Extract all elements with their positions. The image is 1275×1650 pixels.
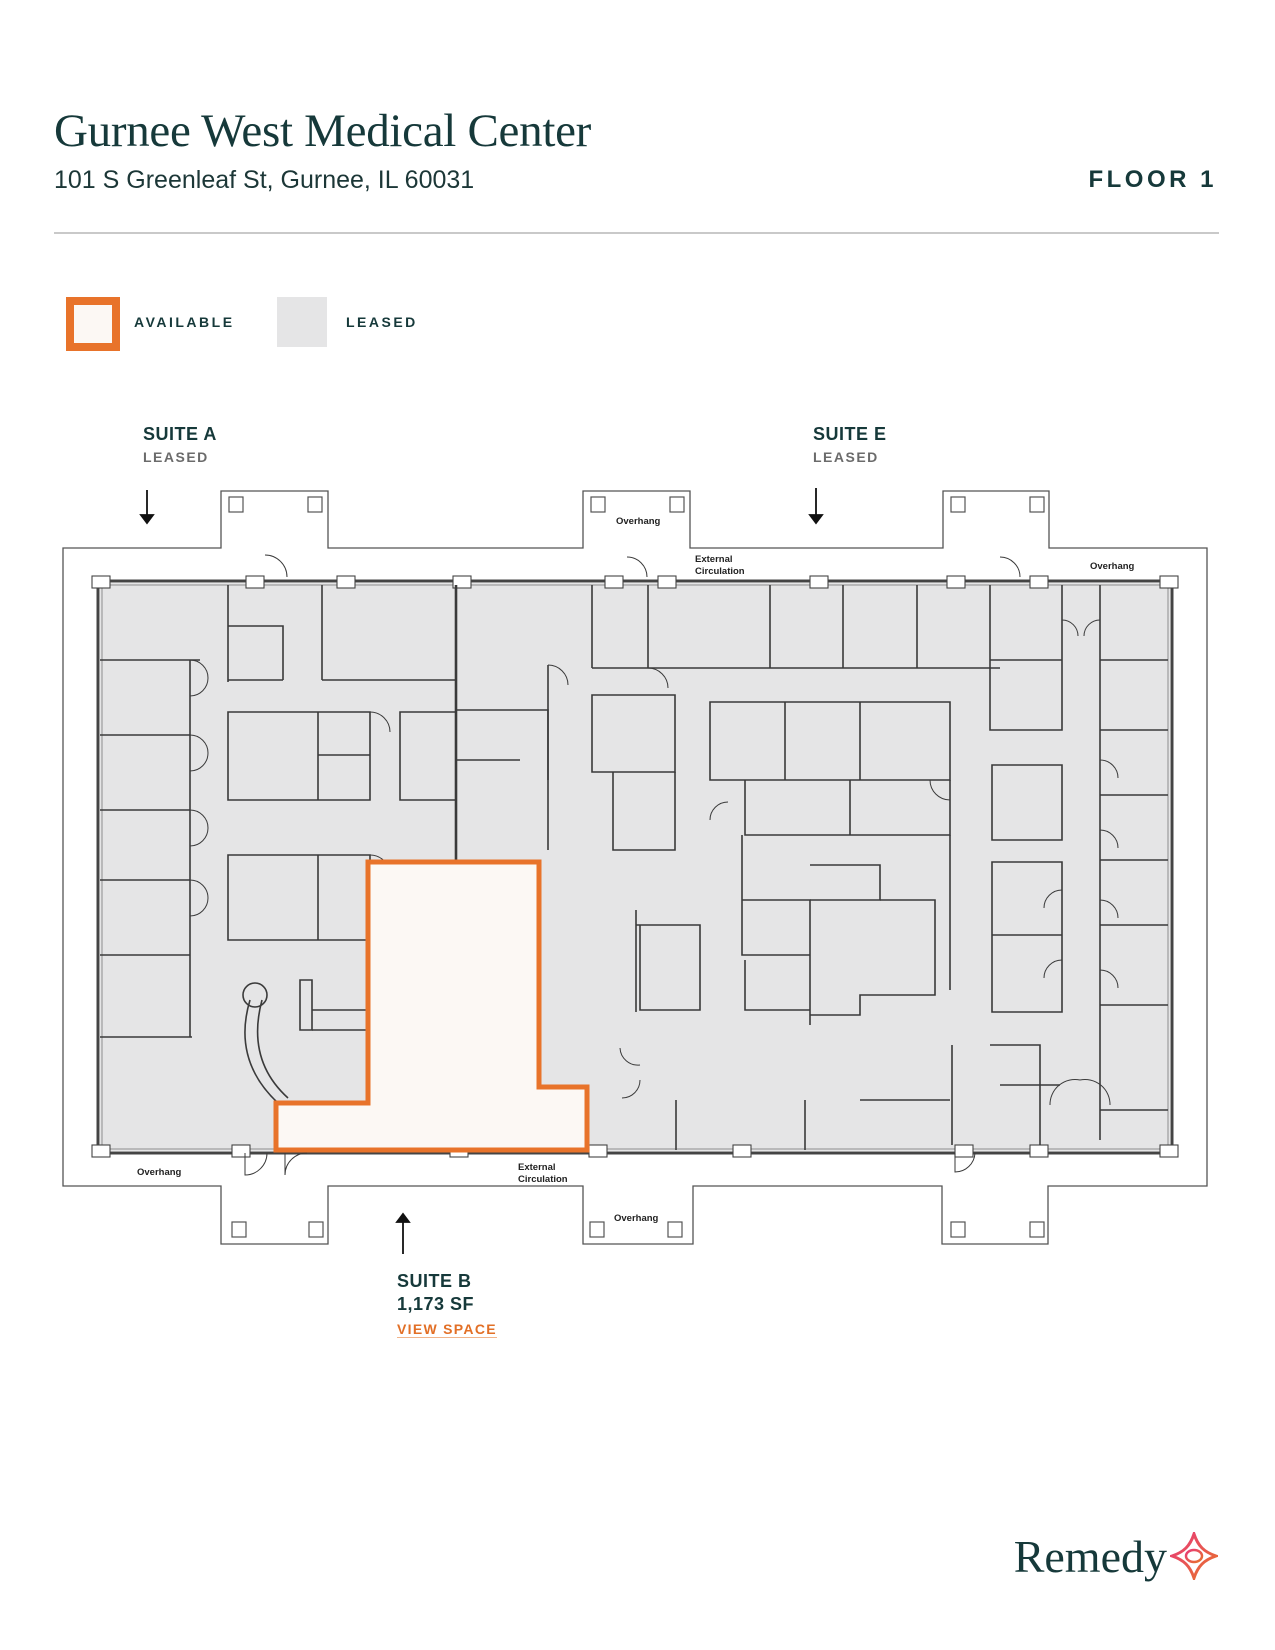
legend-available-label: AVAILABLE (134, 314, 235, 330)
legend-leased-label: LEASED (346, 314, 418, 330)
suite-e-name: SUITE E (813, 424, 887, 444)
external-circulation-label-line2: Circulation (518, 1174, 568, 1185)
brand-logo-wordmark: Remedy (1013, 1531, 1167, 1582)
column-markers (228, 496, 1045, 1238)
page-title: Gurnee West Medical Center (54, 105, 591, 157)
suite-arrows (139, 488, 824, 1254)
legend-available-swatch (66, 297, 120, 351)
suite-a-callout: SUITE A LEASED (143, 424, 217, 465)
header-divider (54, 232, 1219, 234)
wall-piers (91, 575, 1179, 1158)
overhang-label: Overhang (614, 1213, 659, 1224)
brand-logo-icon (1170, 1532, 1218, 1580)
view-space-link[interactable]: VIEW SPACE (397, 1321, 497, 1338)
suite-e-callout: SUITE E LEASED (813, 424, 887, 465)
overhang-label: Overhang (137, 1167, 182, 1178)
overhang-label: Overhang (616, 516, 661, 527)
overhang-outline (62, 490, 1208, 1245)
external-circulation-label: External (695, 554, 733, 565)
suite-a-status: LEASED (143, 449, 209, 465)
suite-b-name: SUITE B (397, 1271, 472, 1291)
suite-b-callout: SUITE B 1,173 SF VIEW SPACE (397, 1271, 497, 1339)
suite-a-name: SUITE A (143, 424, 217, 444)
interior-walls (100, 585, 1168, 1150)
floor-label: FLOOR 1 (1088, 166, 1217, 193)
legend-leased-swatch (277, 297, 327, 347)
suite-b-available-area[interactable] (273, 859, 590, 1153)
overhang-label: Overhang (1090, 561, 1135, 572)
external-circulation-label: External (518, 1162, 556, 1173)
suite-e-status: LEASED (813, 449, 879, 465)
building-address: 101 S Greenleaf St, Gurnee, IL 60031 (54, 166, 475, 194)
exterior-wall (96, 579, 1174, 1155)
suite-b-area: 1,173 SF (397, 1294, 475, 1314)
external-circulation-label-line2: Circulation (695, 566, 745, 577)
